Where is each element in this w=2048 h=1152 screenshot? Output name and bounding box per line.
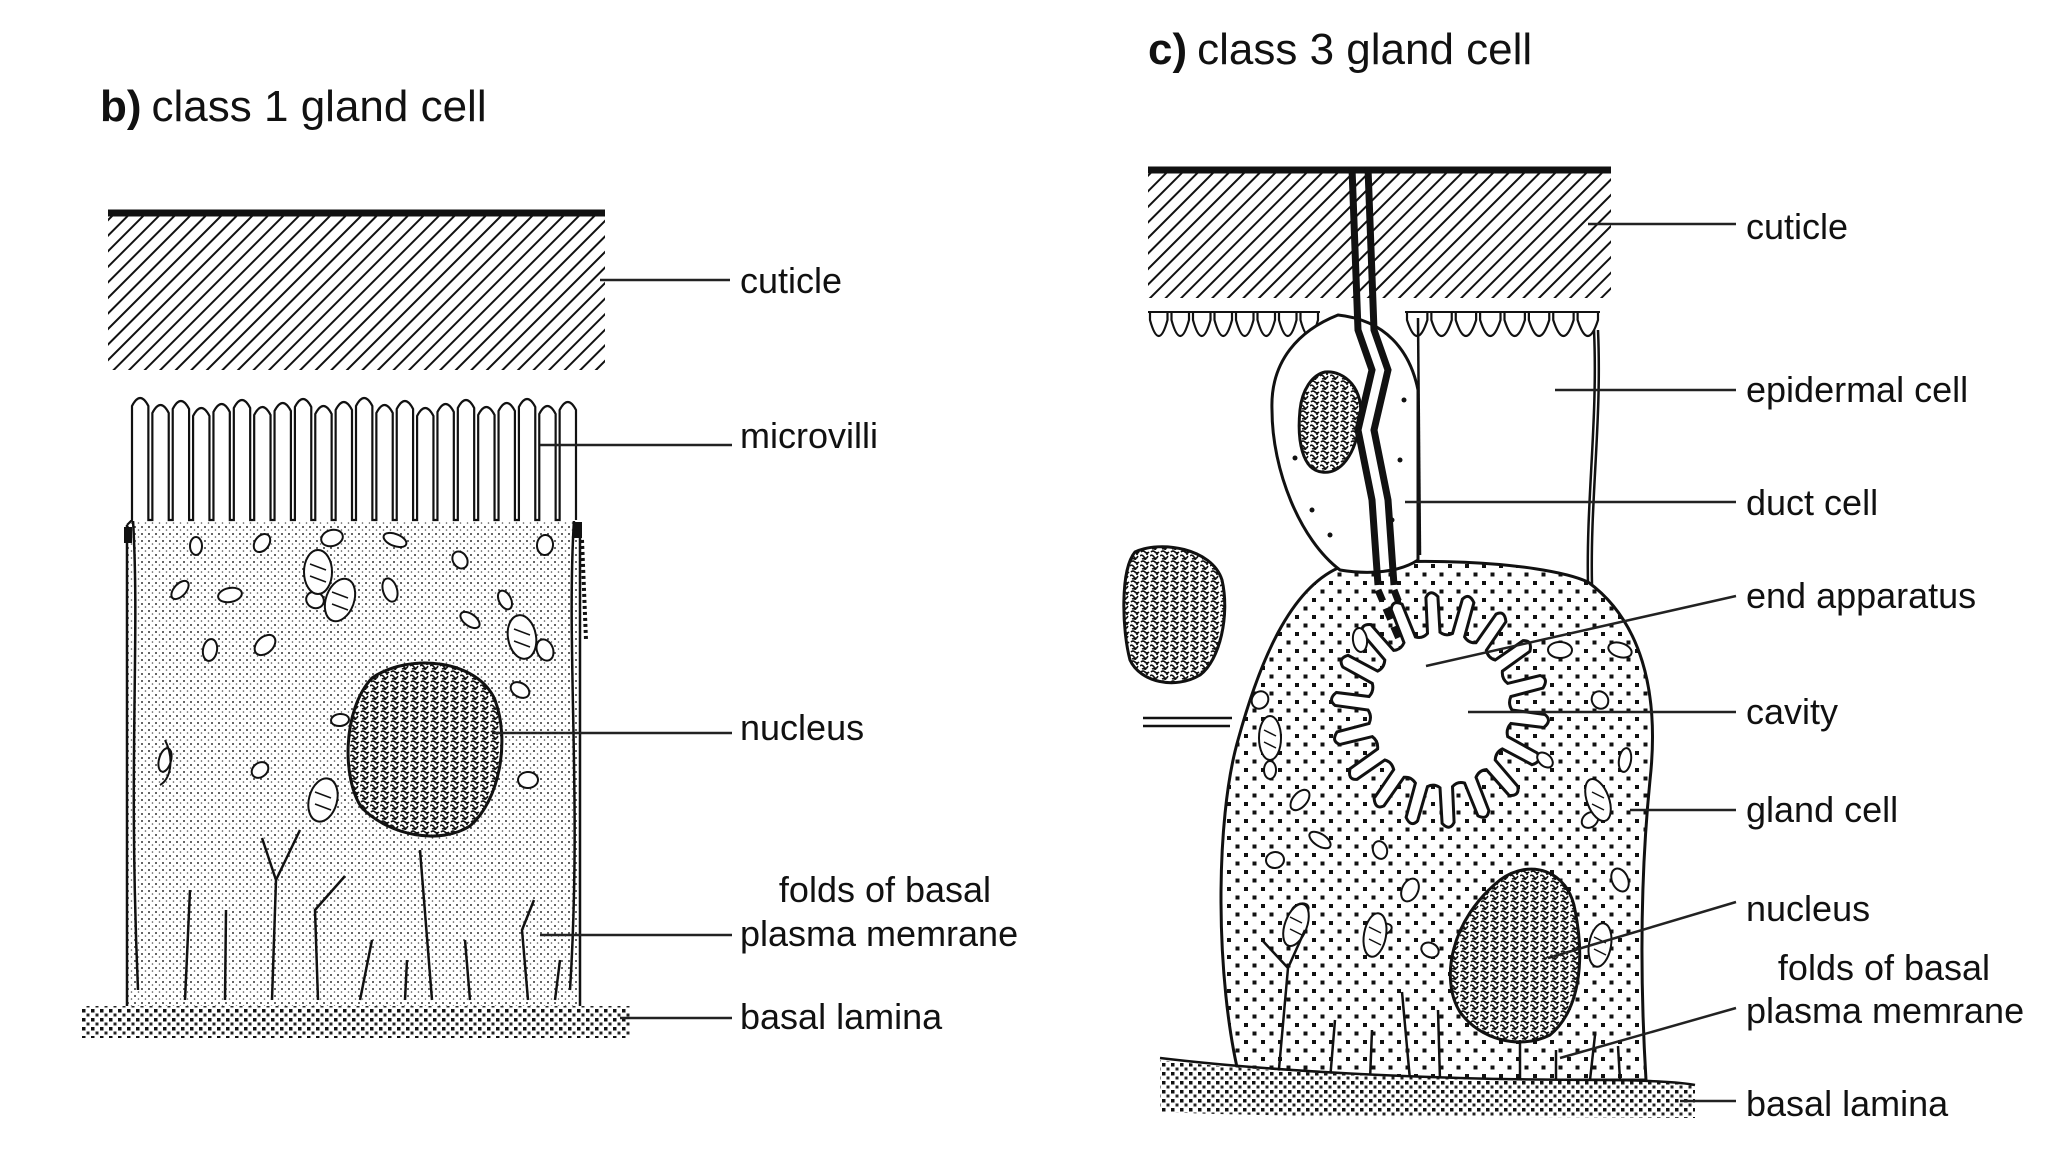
label-nucleus-b: nucleus: [740, 707, 864, 748]
nucleus-b: [346, 661, 504, 838]
nucleus-c: [1448, 867, 1582, 1044]
organelles-b: [157, 528, 555, 823]
label-cavity: cavity: [1746, 691, 1838, 732]
duct-cell-nucleus: [1297, 370, 1363, 474]
junction-b-right: [574, 522, 582, 538]
organelles-c: [1250, 627, 1633, 968]
label-nucleus-c: nucleus: [1746, 888, 1870, 929]
basal-folds-b: [183, 829, 562, 1001]
panel-b-title: b)class 1 gland cell: [100, 82, 487, 131]
cavity: [1330, 591, 1550, 829]
leader-lines-b: [492, 278, 732, 1020]
septate-junction-b: [580, 539, 588, 641]
label-folds-b-line2: plasma memrane: [740, 913, 1018, 954]
label-cuticle-b: cuticle: [740, 260, 842, 301]
label-duct-cell: duct cell: [1746, 482, 1878, 523]
label-microvilli-b: microvilli: [740, 415, 878, 456]
label-basal-lamina-b: basal lamina: [740, 996, 943, 1037]
label-cuticle-c: cuticle: [1746, 206, 1848, 247]
panel-c-title: c)class 3 gland cell: [1148, 25, 1532, 74]
junction-b-left: [124, 527, 132, 543]
basal-folds-c: [1261, 929, 1622, 1081]
microvilli-b: [126, 396, 578, 526]
end-apparatus: [1330, 591, 1550, 829]
label-end-apparatus: end apparatus: [1746, 575, 1976, 616]
label-folds-c-line2: plasma memrane: [1746, 990, 2024, 1031]
cuticle-c: [1148, 166, 1611, 298]
basal-lamina-c: [1159, 1056, 1696, 1118]
label-gland-cell: gland cell: [1746, 789, 1898, 830]
label-basal-lamina-c: basal lamina: [1746, 1083, 1949, 1124]
label-folds-c-line1: folds of basal: [1778, 947, 1990, 988]
label-folds-b-line1: folds of basal: [779, 869, 991, 910]
cuticle-b: [108, 209, 605, 370]
panel-c: c)class 3 gland cell: [1122, 25, 2024, 1124]
label-epidermal-cell: epidermal cell: [1746, 369, 1968, 410]
leader-lines-c: [1405, 222, 1737, 1103]
panel-b: b)class 1 gland cell: [82, 82, 1018, 1038]
basal-lamina-b: [82, 1006, 630, 1038]
epidermal-nucleus: [1122, 545, 1227, 685]
